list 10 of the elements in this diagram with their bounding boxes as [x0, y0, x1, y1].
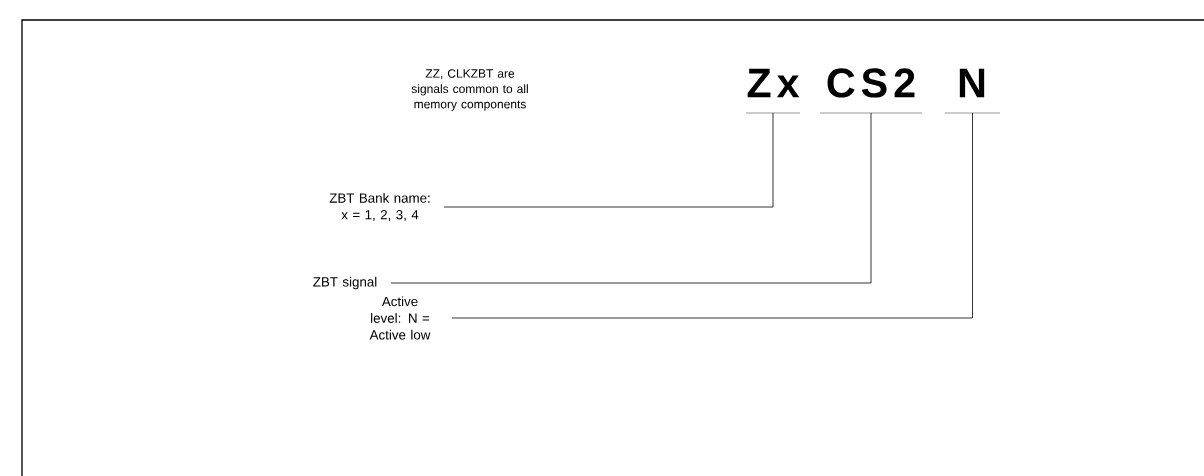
code-part: Zx: [745, 68, 801, 114]
field-label: Active level: N = Active low: [369, 296, 431, 340]
field-label: ZBT Bank name: x = 1, 2, 3, 4: [329, 193, 430, 222]
code-part: CS2: [819, 68, 923, 114]
leader-line: [451, 112, 973, 319]
leader-line: [443, 112, 774, 208]
note-text: ZZ, CLKZBT are signals common to all memory components: [411, 69, 528, 111]
leader-line: [390, 112, 872, 284]
code-part: N: [944, 68, 1001, 114]
field-label: ZBT signal: [313, 276, 377, 290]
